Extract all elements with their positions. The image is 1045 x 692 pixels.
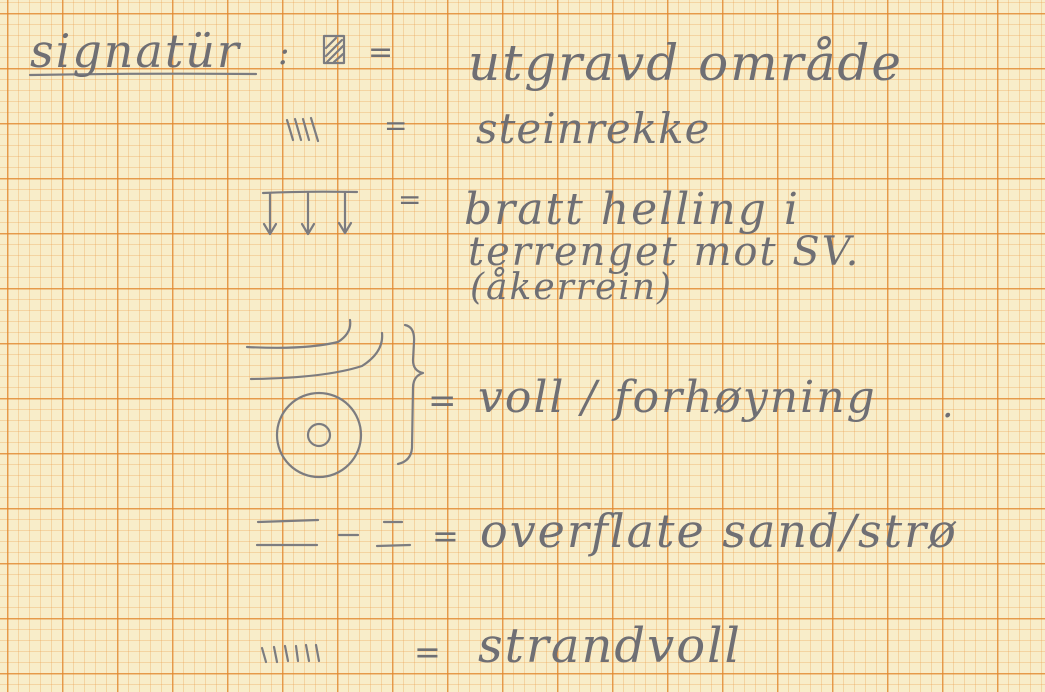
equals-sign-6: =	[414, 633, 442, 671]
legend-label-1: utgravd område	[468, 34, 903, 92]
equals-sign-4: =	[428, 381, 458, 421]
vertical-strokes-icon	[285, 116, 320, 143]
legend-label-2: steinrekke	[476, 104, 711, 153]
legend-label-3-line2: terrenget mot SV.	[468, 229, 861, 275]
legend-label-3: bratt helling i	[464, 184, 800, 235]
legend-label-6: strandvoll	[478, 618, 742, 674]
equals-sign-2: =	[384, 109, 409, 142]
legend-label-5: overflate sand/strø	[480, 504, 958, 558]
equals-sign-5: =	[432, 517, 460, 555]
equals-sign-1: =	[368, 35, 395, 70]
hatched-rectangle-icon	[322, 34, 346, 65]
legend-label-3-line3: (åkerrein)	[470, 267, 674, 308]
equals-sign-3: =	[398, 183, 423, 216]
mound-icon	[245, 318, 425, 479]
heading-colon: :	[278, 33, 291, 73]
legend-heading: signatür	[30, 24, 241, 78]
down-arrows-icon	[261, 190, 359, 236]
heading-underline	[28, 72, 258, 77]
legend-label-4-trailing: .	[942, 385, 955, 426]
short-strokes-icon	[260, 643, 321, 664]
legend-label-4: voll / forhøyning	[478, 372, 877, 423]
dashes-icon	[255, 518, 412, 548]
